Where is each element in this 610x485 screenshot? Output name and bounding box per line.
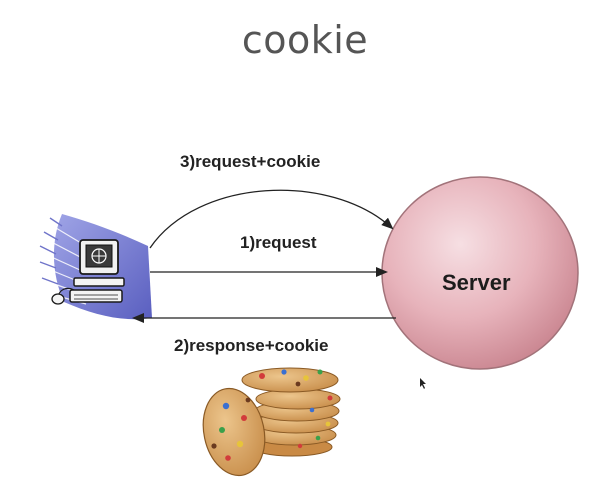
request-label: 1)request (240, 233, 317, 252)
server-label: Server (442, 270, 511, 295)
request-cookie-arrow (149, 189, 394, 249)
request-cookie-label: 3)request+cookie (180, 152, 321, 171)
slide-title: cookie (241, 18, 369, 62)
computer-icon (35, 214, 152, 320)
response-cookie-label: 2)response+cookie (174, 336, 329, 355)
cookie-stack-image (202, 367, 341, 477)
cursor-mark (420, 378, 426, 389)
